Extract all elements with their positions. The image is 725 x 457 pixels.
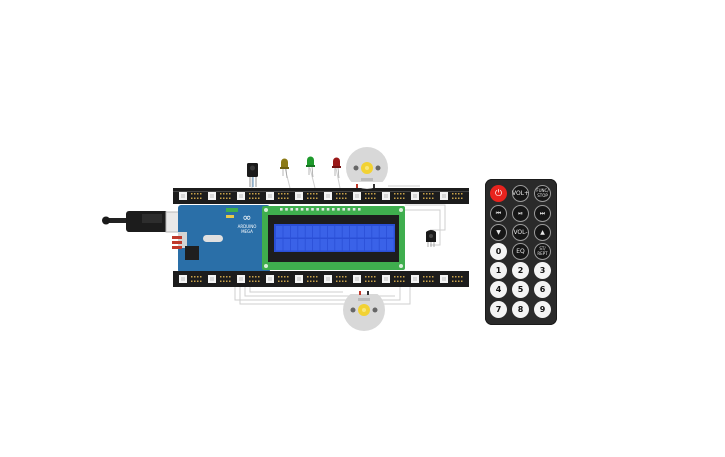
lcd-cell <box>379 239 387 251</box>
lcd-cell <box>320 226 327 238</box>
led-strip-bottom <box>173 271 469 287</box>
remote-button-vol-down[interactable]: VOL- <box>512 224 529 241</box>
remote-button-vol-up[interactable]: VOL+ <box>512 185 529 202</box>
remote-button-play-pause[interactable]: ⏯ <box>512 205 529 222</box>
strip-top-pixels <box>179 192 463 200</box>
remote-button-up[interactable]: ▲ <box>534 224 551 241</box>
lcd-cell <box>364 226 372 238</box>
remote-button-func-stop[interactable]: FUNC/ STOP <box>534 185 551 202</box>
lcd-cell <box>283 226 290 238</box>
arduino-brand: ARDUINO <box>238 224 257 229</box>
lcd-cell <box>298 226 305 238</box>
lcd-pin <box>280 208 283 211</box>
lcd-cell <box>290 239 298 251</box>
lcd-pin <box>352 208 356 211</box>
remote-button-power[interactable]: ⏻ <box>490 185 507 202</box>
lcd-cell <box>305 226 313 238</box>
remote-button-three[interactable]: 3 <box>534 262 551 279</box>
lcd-pin <box>295 208 299 211</box>
lcd-cell <box>364 239 372 251</box>
led-red <box>332 157 341 179</box>
lcd-pin <box>358 208 361 211</box>
remote-button-st-rept[interactable]: ST/ REPT <box>534 243 551 260</box>
lcd-cell <box>290 226 298 238</box>
arduino-board: ∞ ARDUINO MEGA <box>172 205 270 273</box>
motor-top <box>346 147 388 189</box>
led-green <box>306 156 315 178</box>
lcd-pin <box>321 208 325 211</box>
lcd-pin <box>332 208 335 211</box>
led-yellow <box>280 158 289 179</box>
lcd-pin <box>337 208 340 211</box>
remote-button-seven[interactable]: 7 <box>490 301 507 318</box>
remote-button-five[interactable]: 5 <box>512 281 529 298</box>
lcd-cell <box>372 239 379 251</box>
sensor-module <box>247 163 258 187</box>
remote-button-four[interactable]: 4 <box>490 281 507 298</box>
remote-button-zero[interactable]: 0 <box>490 243 507 260</box>
lcd-cell <box>350 226 357 238</box>
lcd-cell <box>379 226 387 238</box>
lcd-pin <box>306 208 309 211</box>
lcd-cell <box>276 226 283 238</box>
remote-button-down[interactable]: ▼ <box>490 224 507 241</box>
lcd-cell <box>342 239 350 251</box>
lcd-pins <box>280 208 361 211</box>
remote-button-six[interactable]: 6 <box>534 281 551 298</box>
lcd-cell <box>313 239 320 251</box>
lcd-pin <box>285 208 288 211</box>
lcd-cell <box>327 226 335 238</box>
motor-bottom <box>343 289 385 331</box>
lcd-cell <box>276 239 283 251</box>
lcd-cell <box>372 226 379 238</box>
remote-button-nine[interactable]: 9 <box>534 301 551 318</box>
lcd-cell <box>350 239 357 251</box>
lcd-pin <box>300 208 304 211</box>
lcd-cell <box>387 226 394 238</box>
lcd-cell <box>335 226 342 238</box>
lcd-pin <box>326 208 330 211</box>
lcd-cell <box>357 226 364 238</box>
lcd-pin <box>290 208 293 211</box>
remote-button-next[interactable]: ⏭ <box>534 205 551 222</box>
remote-button-two[interactable]: 2 <box>512 262 529 279</box>
remote-button-prev[interactable]: ⏮ <box>490 205 507 222</box>
lcd-pin <box>347 208 351 211</box>
lcd-cell <box>357 239 364 251</box>
lcd-module <box>262 206 405 270</box>
remote-button-eight[interactable]: 8 <box>512 301 529 318</box>
lcd-cell <box>327 239 335 251</box>
lcd-cell <box>342 226 350 238</box>
remote-button-one[interactable]: 1 <box>490 262 507 279</box>
lcd-cell <box>387 239 394 251</box>
lcd-pin <box>342 208 345 211</box>
strip-bottom-pixels <box>179 275 463 283</box>
lcd-cell <box>335 239 342 251</box>
lcd-pin <box>311 208 314 211</box>
ir-receiver <box>426 230 436 247</box>
lcd-cell <box>283 239 290 251</box>
lcd-cell <box>298 239 305 251</box>
arduino-logo: ∞ <box>242 211 251 224</box>
lcd-pin <box>316 208 319 211</box>
led-strip-top <box>173 188 469 204</box>
arduino-model: MEGA <box>241 229 253 234</box>
lcd-cell <box>313 226 320 238</box>
lcd-cell <box>320 239 327 251</box>
remote-button-eq[interactable]: EQ <box>512 243 529 260</box>
lcd-cells <box>276 226 394 251</box>
lcd-cell <box>305 239 313 251</box>
